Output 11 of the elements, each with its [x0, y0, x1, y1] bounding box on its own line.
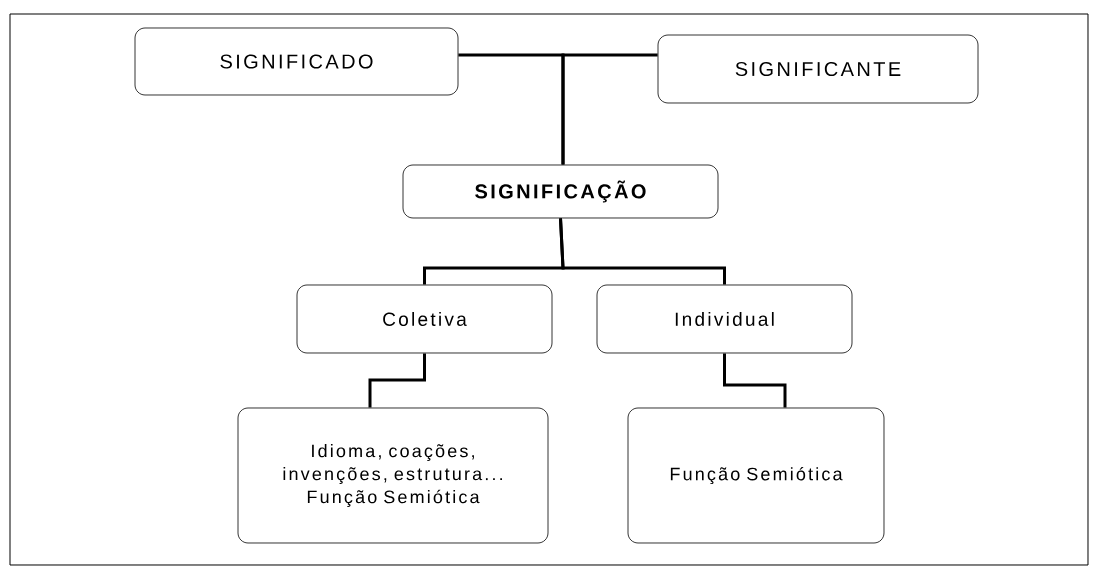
text-box: Coletiva	[296, 284, 553, 354]
text-box: SIGNIFICAÇÃO	[402, 164, 719, 219]
text-box: Individual	[596, 284, 853, 354]
text-box: Idioma, coações, invenções, estrutura... Função Semiótica	[237, 407, 549, 544]
text-box: SIGNIFICANTE	[657, 34, 979, 104]
connector-line	[559, 218, 726, 285]
text-box: Função Semiótica	[627, 407, 885, 544]
connector-line	[561, 53, 658, 165]
connector-line	[723, 353, 787, 408]
connector-line	[368, 353, 426, 408]
text-box: SIGNIFICADO	[134, 27, 459, 96]
